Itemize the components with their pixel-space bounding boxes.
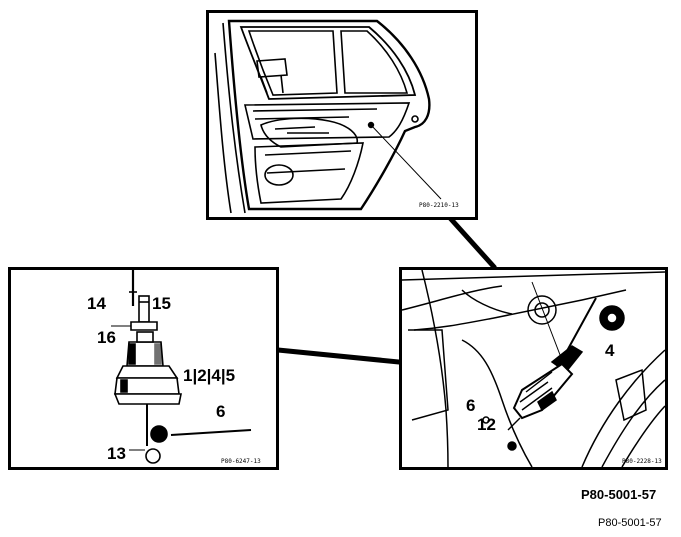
- callout-14: 14: [87, 294, 106, 313]
- callout-6-interior: 6: [466, 396, 476, 415]
- door-interior-panel: 4 6 12 P80-2228-13: [399, 267, 668, 470]
- door-overview-panel: P80-2210-13: [206, 10, 478, 220]
- callout-15: 15: [152, 294, 171, 313]
- door-interior-illustration: [402, 270, 665, 467]
- figure-reference: P80-5001-57: [581, 487, 657, 502]
- callout-4: 4: [605, 341, 615, 360]
- callout-16: 16: [97, 328, 116, 347]
- actuator-illustration: [111, 270, 252, 464]
- footer-reference: P80-5001-57: [598, 517, 662, 529]
- right-panel-ref-code: P80-2228-13: [622, 458, 662, 465]
- rear-door-illustration: [214, 19, 442, 214]
- top-panel-ref-code: P80-2210-13: [419, 202, 459, 209]
- callout-6: 6: [216, 402, 226, 421]
- actuator-detail-panel: 14 15 16 1|2|4|5 6 13 P80-6247-13: [8, 267, 279, 470]
- left-panel-ref-code: P80-6247-13: [221, 458, 261, 465]
- callout-12: 12: [477, 415, 496, 434]
- callout-13: 13: [107, 444, 126, 463]
- callout-1-2-4-5: 1|2|4|5: [183, 366, 236, 385]
